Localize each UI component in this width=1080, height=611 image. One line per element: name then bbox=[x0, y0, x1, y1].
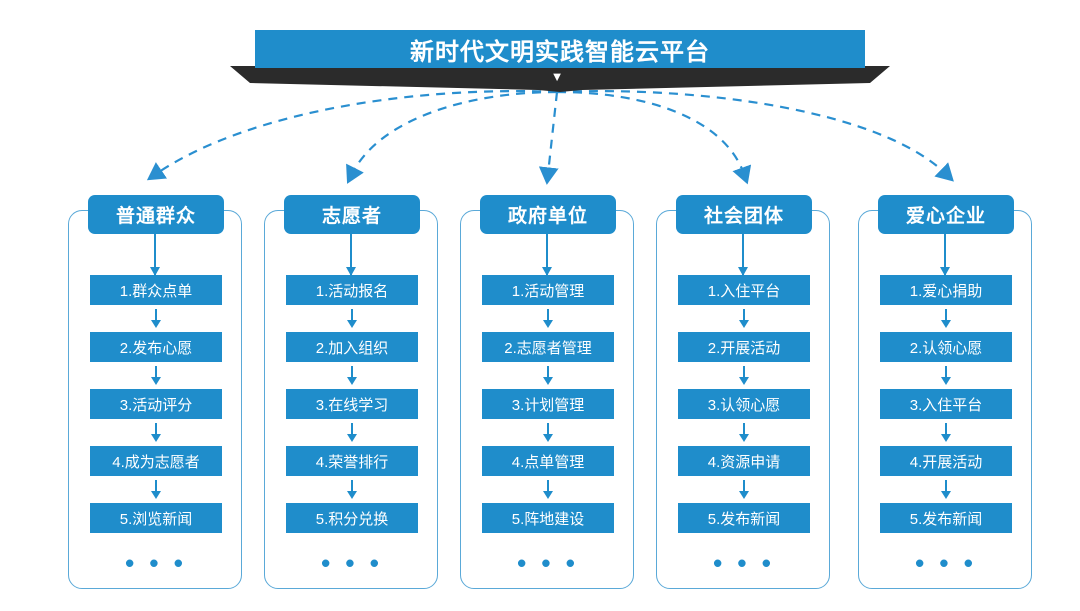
column-group: 社会团体 1.入住平台 2.开展活动 3.认领心愿 4.资源申请 5.发布新闻 … bbox=[656, 195, 832, 591]
column-group: 普通群众 1.群众点单 2.发布心愿 3.活动评分 4.成为志愿者 5.浏览新闻… bbox=[68, 195, 244, 591]
column-header[interactable]: 志愿者 bbox=[284, 195, 420, 234]
list-item[interactable]: 4.开展活动 bbox=[880, 446, 1012, 476]
header-to-items-arrow bbox=[542, 234, 552, 276]
step-arrow bbox=[286, 362, 418, 389]
item-list: 1.活动报名 2.加入组织 3.在线学习 4.荣誉排行 5.积分兑换 bbox=[286, 275, 418, 533]
chevron-down-icon: ▼ bbox=[550, 69, 564, 84]
list-item[interactable]: 1.爱心捐助 bbox=[880, 275, 1012, 305]
list-item[interactable]: 5.浏览新闻 bbox=[90, 503, 222, 533]
step-arrow bbox=[678, 362, 810, 389]
step-arrow bbox=[90, 419, 222, 446]
list-item[interactable]: 5.积分兑换 bbox=[286, 503, 418, 533]
step-arrow bbox=[678, 476, 810, 503]
list-item[interactable]: 4.荣誉排行 bbox=[286, 446, 418, 476]
list-item[interactable]: 1.活动管理 bbox=[482, 275, 614, 305]
step-arrow bbox=[678, 419, 810, 446]
list-item[interactable]: 2.开展活动 bbox=[678, 332, 810, 362]
list-item[interactable]: 4.成为志愿者 bbox=[90, 446, 222, 476]
column-header[interactable]: 政府单位 bbox=[480, 195, 616, 234]
item-list: 1.入住平台 2.开展活动 3.认领心愿 4.资源申请 5.发布新闻 bbox=[678, 275, 810, 533]
column-header[interactable]: 普通群众 bbox=[88, 195, 224, 234]
step-arrow bbox=[678, 305, 810, 332]
list-item[interactable]: 2.认领心愿 bbox=[880, 332, 1012, 362]
list-item[interactable]: 5.发布新闻 bbox=[880, 503, 1012, 533]
list-item[interactable]: 2.加入组织 bbox=[286, 332, 418, 362]
list-item[interactable]: 3.在线学习 bbox=[286, 389, 418, 419]
list-item[interactable]: 1.活动报名 bbox=[286, 275, 418, 305]
step-arrow bbox=[286, 476, 418, 503]
list-item[interactable]: 1.群众点单 bbox=[90, 275, 222, 305]
column-group: 爱心企业 1.爱心捐助 2.认领心愿 3.入住平台 4.开展活动 5.发布新闻 … bbox=[858, 195, 1034, 591]
list-item[interactable]: 3.计划管理 bbox=[482, 389, 614, 419]
list-item[interactable]: 1.入住平台 bbox=[678, 275, 810, 305]
list-item[interactable]: 5.阵地建设 bbox=[482, 503, 614, 533]
list-item[interactable]: 4.点单管理 bbox=[482, 446, 614, 476]
step-arrow bbox=[482, 419, 614, 446]
list-item[interactable]: 4.资源申请 bbox=[678, 446, 810, 476]
step-arrow bbox=[90, 362, 222, 389]
header-to-items-arrow bbox=[346, 234, 356, 276]
column-header[interactable]: 爱心企业 bbox=[878, 195, 1014, 234]
item-list: 1.活动管理 2.志愿者管理 3.计划管理 4.点单管理 5.阵地建设 bbox=[482, 275, 614, 533]
step-arrow bbox=[880, 305, 1012, 332]
step-arrow bbox=[286, 419, 418, 446]
header-to-items-arrow bbox=[940, 234, 950, 276]
header-to-items-arrow bbox=[738, 234, 748, 276]
step-arrow bbox=[880, 362, 1012, 389]
list-item[interactable]: 2.志愿者管理 bbox=[482, 332, 614, 362]
step-arrow bbox=[482, 362, 614, 389]
list-item[interactable]: 5.发布新闻 bbox=[678, 503, 810, 533]
column-group: 政府单位 1.活动管理 2.志愿者管理 3.计划管理 4.点单管理 5.阵地建设… bbox=[460, 195, 636, 591]
item-list: 1.群众点单 2.发布心愿 3.活动评分 4.成为志愿者 5.浏览新闻 bbox=[90, 275, 222, 533]
column-header[interactable]: 社会团体 bbox=[676, 195, 812, 234]
step-arrow bbox=[90, 305, 222, 332]
step-arrow bbox=[482, 305, 614, 332]
step-arrow bbox=[90, 476, 222, 503]
list-item[interactable]: 3.认领心愿 bbox=[678, 389, 810, 419]
title-shadow bbox=[230, 66, 890, 92]
step-arrow bbox=[880, 419, 1012, 446]
step-arrow bbox=[880, 476, 1012, 503]
step-arrow bbox=[482, 476, 614, 503]
list-item[interactable]: 3.入住平台 bbox=[880, 389, 1012, 419]
column-group: 志愿者 1.活动报名 2.加入组织 3.在线学习 4.荣誉排行 5.积分兑换 •… bbox=[264, 195, 440, 591]
step-arrow bbox=[286, 305, 418, 332]
item-list: 1.爱心捐助 2.认领心愿 3.入住平台 4.开展活动 5.发布新闻 bbox=[880, 275, 1012, 533]
page-title: 新时代文明实践智能云平台 bbox=[255, 30, 865, 68]
header-to-items-arrow bbox=[150, 234, 160, 276]
list-item[interactable]: 3.活动评分 bbox=[90, 389, 222, 419]
list-item[interactable]: 2.发布心愿 bbox=[90, 332, 222, 362]
